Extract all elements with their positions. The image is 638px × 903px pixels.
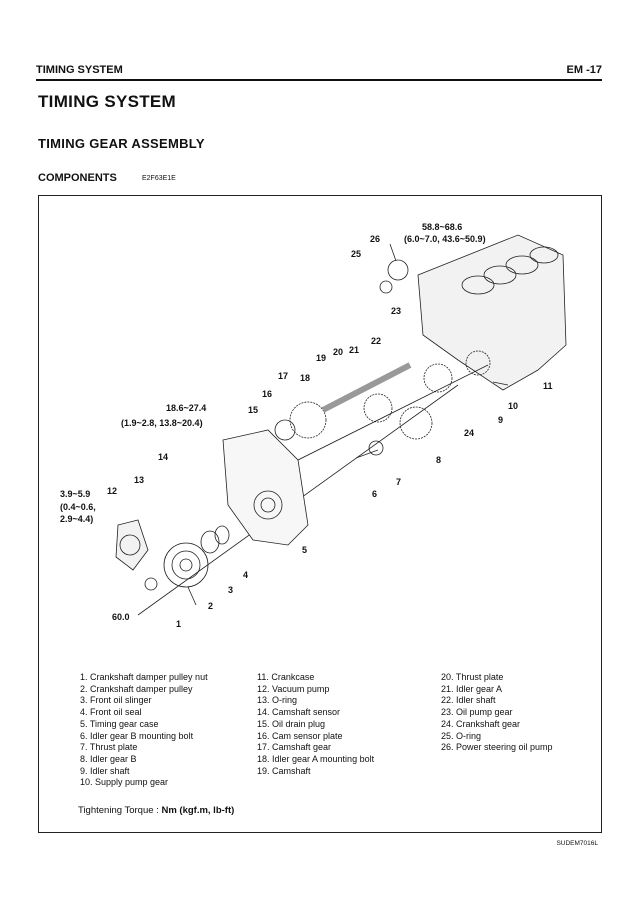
callout-label: 24: [464, 428, 474, 438]
legend-item: 10. Supply pump gear: [80, 777, 169, 788]
callout-label: 17: [278, 371, 288, 381]
running-header: TIMING SYSTEM EM -17: [36, 64, 602, 80]
callout-label: 20: [333, 347, 343, 357]
header-page-number: EM -17: [566, 64, 602, 76]
callout-label: 8: [436, 455, 441, 465]
camshaft-outline: [321, 362, 412, 413]
figure-frame: [38, 195, 602, 833]
pulley-outline: [163, 542, 209, 588]
header-rule: [36, 79, 602, 81]
legend-item: 4. Front oil seal: [80, 707, 142, 718]
legend-item: 26. Power steering oil pump: [441, 742, 553, 753]
legend-item: 18. Idler gear A mounting bolt: [257, 753, 375, 764]
legend-item: 17. Camshaft gear: [257, 742, 332, 753]
section-subtitle: TIMING GEAR ASSEMBLY: [38, 136, 205, 151]
callout-label: 2: [208, 601, 213, 611]
legend-item: 9. Idler shaft: [80, 765, 130, 776]
callout-label: 3: [228, 585, 233, 595]
legend-item: 12. Vacuum pump: [257, 683, 330, 694]
callout-label: 16: [262, 389, 272, 399]
callout-label: 18: [300, 373, 310, 383]
torque-note-units: Nm (kgf.m, lb-ft): [161, 805, 235, 816]
callout-label: 6: [372, 489, 377, 499]
callout-label: 14: [158, 452, 168, 462]
figure-code: SUDEM7016L: [556, 840, 598, 847]
header-section: TIMING SYSTEM: [36, 64, 123, 76]
vacuum-pump-outline: [115, 519, 149, 571]
exploded-diagram: 1 2 3 4 5 6 7 8 9 10 11 12 13 14 15 16 1…: [60, 222, 567, 629]
camshaft-gear-outline: [289, 401, 327, 439]
torque-note: Tightening Torque : Nm (kgf.m, lb-ft): [78, 805, 234, 816]
callout-label: 13: [134, 475, 144, 485]
callout-label: 9: [498, 415, 503, 425]
torque-note-label: Tightening Torque :: [78, 805, 159, 816]
callout-label: 25: [351, 249, 361, 259]
callout-label: 22: [371, 336, 381, 346]
callout-label: 26: [370, 234, 380, 244]
legend-item: 22. Idler shaft: [441, 695, 496, 706]
legend-column-3: 20. Thrust plate 21. Idler gear A 22. Id…: [441, 672, 553, 754]
torque-value: (6.0~7.0, 43.6~50.9): [404, 234, 486, 244]
timing-case-outline: [222, 429, 309, 546]
callout-label: 19: [316, 353, 326, 363]
legend-item: 16. Cam sensor plate: [257, 730, 343, 741]
callout-label: 21: [349, 345, 359, 355]
legend-item: 2. Crankshaft damper pulley: [80, 683, 193, 694]
legend-item: 5. Timing gear case: [80, 718, 159, 729]
components-heading: COMPONENTS: [38, 172, 117, 184]
legend-column-2: 11. Crankcase 12. Vacuum pump 13. O-ring…: [257, 672, 374, 777]
page-title: TIMING SYSTEM: [38, 92, 177, 111]
torque-value: 2.9~4.4): [60, 514, 93, 524]
torque-value: 60.0: [112, 612, 130, 622]
torque-value: (0.4~0.6,: [60, 502, 96, 512]
torque-value: 18.6~27.4: [166, 403, 206, 413]
legend-item: 24. Crankshaft gear: [441, 718, 521, 729]
torque-value: 58.8~68.6: [422, 222, 462, 232]
callout-label: 5: [302, 545, 307, 555]
torque-labels: 58.8~68.6 (6.0~7.0, 43.6~50.9) 18.6~27.4…: [60, 222, 486, 622]
legend-column-1: 1. Crankshaft damper pulley nut 2. Crank…: [80, 672, 208, 789]
callout-label: 12: [107, 486, 117, 496]
legend-item: 14. Camshaft sensor: [257, 707, 341, 718]
legend-item: 6. Idler gear B mounting bolt: [80, 730, 194, 741]
callout-label: 10: [508, 401, 518, 411]
callout-labels: 1 2 3 4 5 6 7 8 9 10 11 12 13 14 15 16 1…: [107, 234, 553, 629]
torque-value: 3.9~5.9: [60, 489, 90, 499]
legend-item: 23. Oil pump gear: [441, 707, 513, 718]
callout-label: 11: [543, 381, 553, 391]
legend-item: 8. Idler gear B: [80, 753, 137, 764]
legend-item: 15. Oil drain plug: [257, 718, 326, 729]
legend-item: 1. Crankshaft damper pulley nut: [80, 672, 208, 682]
callout-label: 15: [248, 405, 258, 415]
callout-label: 1: [176, 619, 181, 629]
legend-item: 7. Thrust plate: [80, 742, 138, 753]
legend-item: 20. Thrust plate: [441, 672, 504, 682]
torque-value: (1.9~2.8, 13.8~20.4): [121, 418, 203, 428]
legend-item: 3. Front oil slinger: [80, 695, 152, 706]
crankcase-outline: [417, 234, 567, 391]
callout-label: 7: [396, 477, 401, 487]
callout-label: 4: [243, 570, 248, 580]
section-code: E2F63E1E: [142, 175, 176, 182]
legend-item: 19. Camshaft: [257, 765, 311, 776]
legend-item: 25. O-ring: [441, 730, 482, 741]
legend-item: 21. Idler gear A: [441, 683, 503, 694]
legend-item: 11. Crankcase: [257, 672, 315, 682]
legend-item: 13. O-ring: [257, 695, 298, 706]
callout-label: 23: [391, 306, 401, 316]
